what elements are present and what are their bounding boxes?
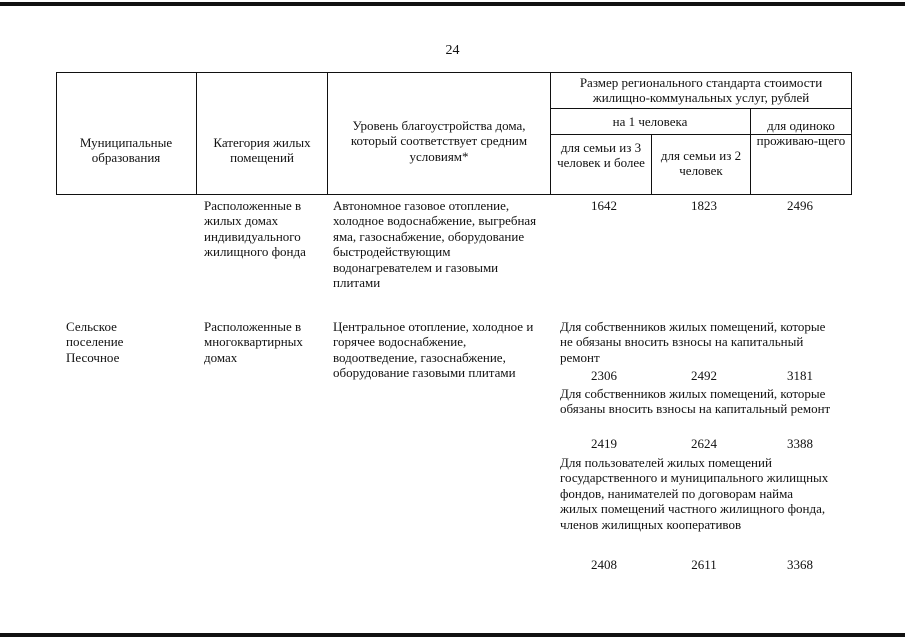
group1-value-family2: 2492	[691, 368, 717, 383]
group3-value-family2: 2611	[691, 557, 717, 572]
header-vline-5	[750, 108, 751, 195]
header-vline-6	[851, 72, 852, 195]
header-family-3plus: для семьи из 3 человек и более	[557, 140, 645, 171]
group2-label: Для собственников жилых помещений, котор…	[560, 386, 831, 417]
top-border	[0, 2, 905, 6]
row1-level: Автономное газовое отопление, холодное в…	[333, 198, 537, 291]
row1-value-family3plus: 1642	[591, 198, 617, 213]
group3-label: Для пользователей жилых помещений госуда…	[560, 455, 829, 532]
header-municipality: Муниципальные образования	[79, 135, 173, 166]
header-vline-4	[651, 134, 652, 195]
header-category: Категория жилых помещений	[213, 135, 311, 166]
header-level: Уровень благоустройства дома, который со…	[350, 118, 528, 164]
header-vline-0	[56, 72, 57, 195]
header-family-2: для семьи из 2 человек	[660, 148, 742, 179]
bottom-border	[0, 633, 905, 637]
header-top-line	[56, 72, 852, 73]
header-per-person: на 1 человека	[612, 114, 688, 129]
group3-value-family3plus: 2408	[591, 557, 617, 572]
page-number: 24	[445, 43, 460, 58]
row1-category: Расположенные в жилых домах индивидуальн…	[204, 198, 306, 260]
group2-value-family3plus: 2419	[591, 436, 617, 451]
header-bottom-line	[56, 194, 852, 195]
header-mid-line-1	[550, 108, 852, 109]
header-standard-size: Размер регионального стандарта стоимости…	[579, 75, 823, 106]
header-vline-2	[327, 72, 328, 195]
header-single: для одиноко проживаю-щего	[756, 118, 846, 149]
group1-label: Для собственников жилых помещений, котор…	[560, 319, 826, 365]
row2-level: Центральное отопление, холодное и горяче…	[333, 319, 534, 381]
row2-category: Расположенные в многоквартирных домах	[204, 319, 303, 365]
group1-value-family3plus: 2306	[591, 368, 617, 383]
group3-value-single: 3368	[787, 557, 813, 572]
group2-value-single: 3388	[787, 436, 813, 451]
row1-value-single: 2496	[787, 198, 813, 213]
row1-value-family2: 1823	[691, 198, 717, 213]
header-mid-line-2	[550, 134, 852, 135]
municipality-name: Сельское поселение Песочное	[66, 319, 124, 365]
group1-value-single: 3181	[787, 368, 813, 383]
header-vline-3	[550, 72, 551, 195]
group2-value-family2: 2624	[691, 436, 717, 451]
header-vline-1	[196, 72, 197, 195]
